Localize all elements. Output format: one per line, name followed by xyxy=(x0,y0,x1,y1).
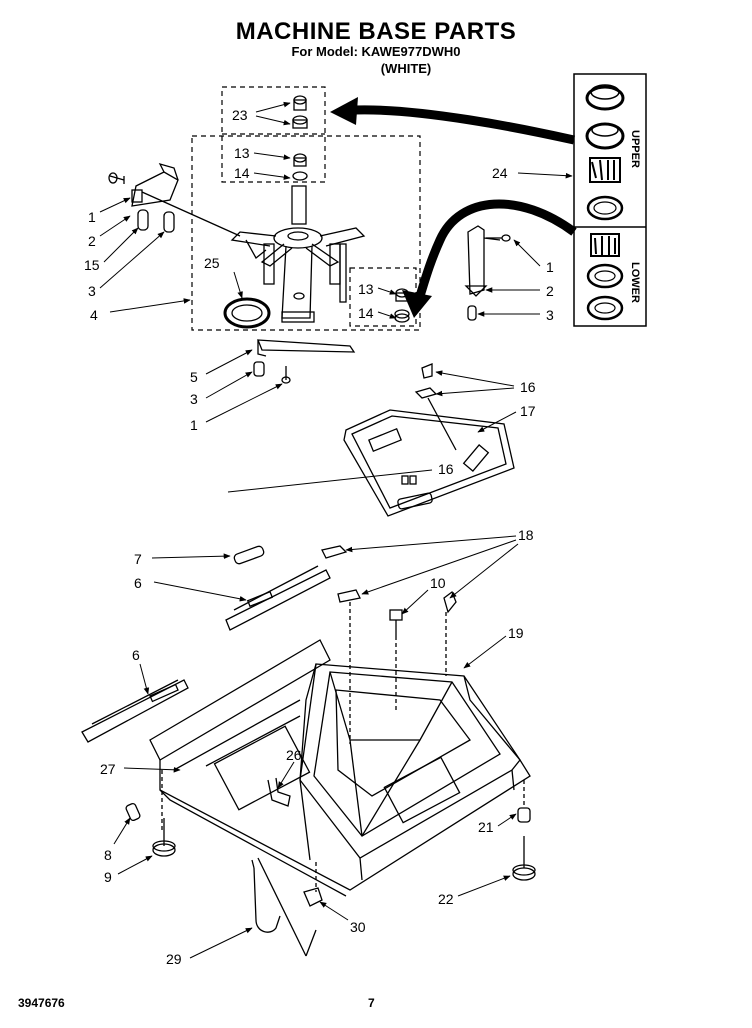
callout-3-left: 3 xyxy=(88,283,96,299)
callout-2-right: 2 xyxy=(546,283,554,299)
color-line: (WHITE) xyxy=(380,61,432,76)
callout-6-lower: 6 xyxy=(132,647,140,663)
callout-labels: 23 13 14 24 1 2 15 3 25 4 13 14 1 2 3 5 … xyxy=(84,107,554,967)
callout-10: 10 xyxy=(430,575,446,591)
callout-13-upper: 13 xyxy=(234,145,250,161)
callout-4: 4 xyxy=(90,307,98,323)
callout-7: 7 xyxy=(134,551,142,567)
callout-16-lower: 16 xyxy=(438,461,454,477)
callout-1-left: 1 xyxy=(88,209,96,225)
callout-3-right: 3 xyxy=(546,307,554,323)
clips xyxy=(321,545,457,744)
page-number: 7 xyxy=(368,996,375,1010)
callout-14-upper: 14 xyxy=(234,165,250,181)
page-title: MACHINE BASE PARTS xyxy=(235,18,517,45)
callout-3-lower: 3 xyxy=(190,391,198,407)
callout-1-lower: 1 xyxy=(190,417,198,433)
callout-25: 25 xyxy=(204,255,220,271)
drive-block xyxy=(108,95,511,384)
upper-label: UPPER xyxy=(629,130,641,168)
callout-21: 21 xyxy=(478,819,494,835)
lower-seal-stack xyxy=(586,233,624,321)
big-arrows xyxy=(330,97,577,318)
document-number: 3947676 xyxy=(18,996,65,1010)
callout-27: 27 xyxy=(100,761,116,777)
callout-13-mid: 13 xyxy=(358,281,374,297)
lower-label: LOWER xyxy=(629,262,641,303)
callout-17: 17 xyxy=(520,403,536,419)
model-line: For Model: KAWE977DWH0 xyxy=(291,44,461,59)
callout-22: 22 xyxy=(438,891,454,907)
seal-kit-box xyxy=(573,73,647,327)
rails xyxy=(81,545,331,743)
top-panel xyxy=(343,363,515,517)
callout-9: 9 xyxy=(104,869,112,885)
callout-19: 19 xyxy=(508,625,524,641)
callout-14-mid: 14 xyxy=(358,305,374,321)
callout-2-left: 2 xyxy=(88,233,96,249)
callout-18: 18 xyxy=(518,527,534,543)
leader-lines xyxy=(99,101,573,959)
callout-5: 5 xyxy=(190,369,198,385)
base-frame xyxy=(125,639,536,957)
callout-26: 26 xyxy=(286,747,302,763)
callout-8: 8 xyxy=(104,847,112,863)
callout-15: 15 xyxy=(84,257,100,273)
callout-16-upper: 16 xyxy=(520,379,536,395)
callout-30: 30 xyxy=(350,919,366,935)
callout-6-upper: 6 xyxy=(134,575,142,591)
callout-23: 23 xyxy=(232,107,248,123)
callout-24: 24 xyxy=(492,165,508,181)
agitator-assembly-box xyxy=(191,135,421,331)
callout-29: 29 xyxy=(166,951,182,967)
upper-seal-stack xyxy=(585,84,625,221)
callout-1-right: 1 xyxy=(546,259,554,275)
